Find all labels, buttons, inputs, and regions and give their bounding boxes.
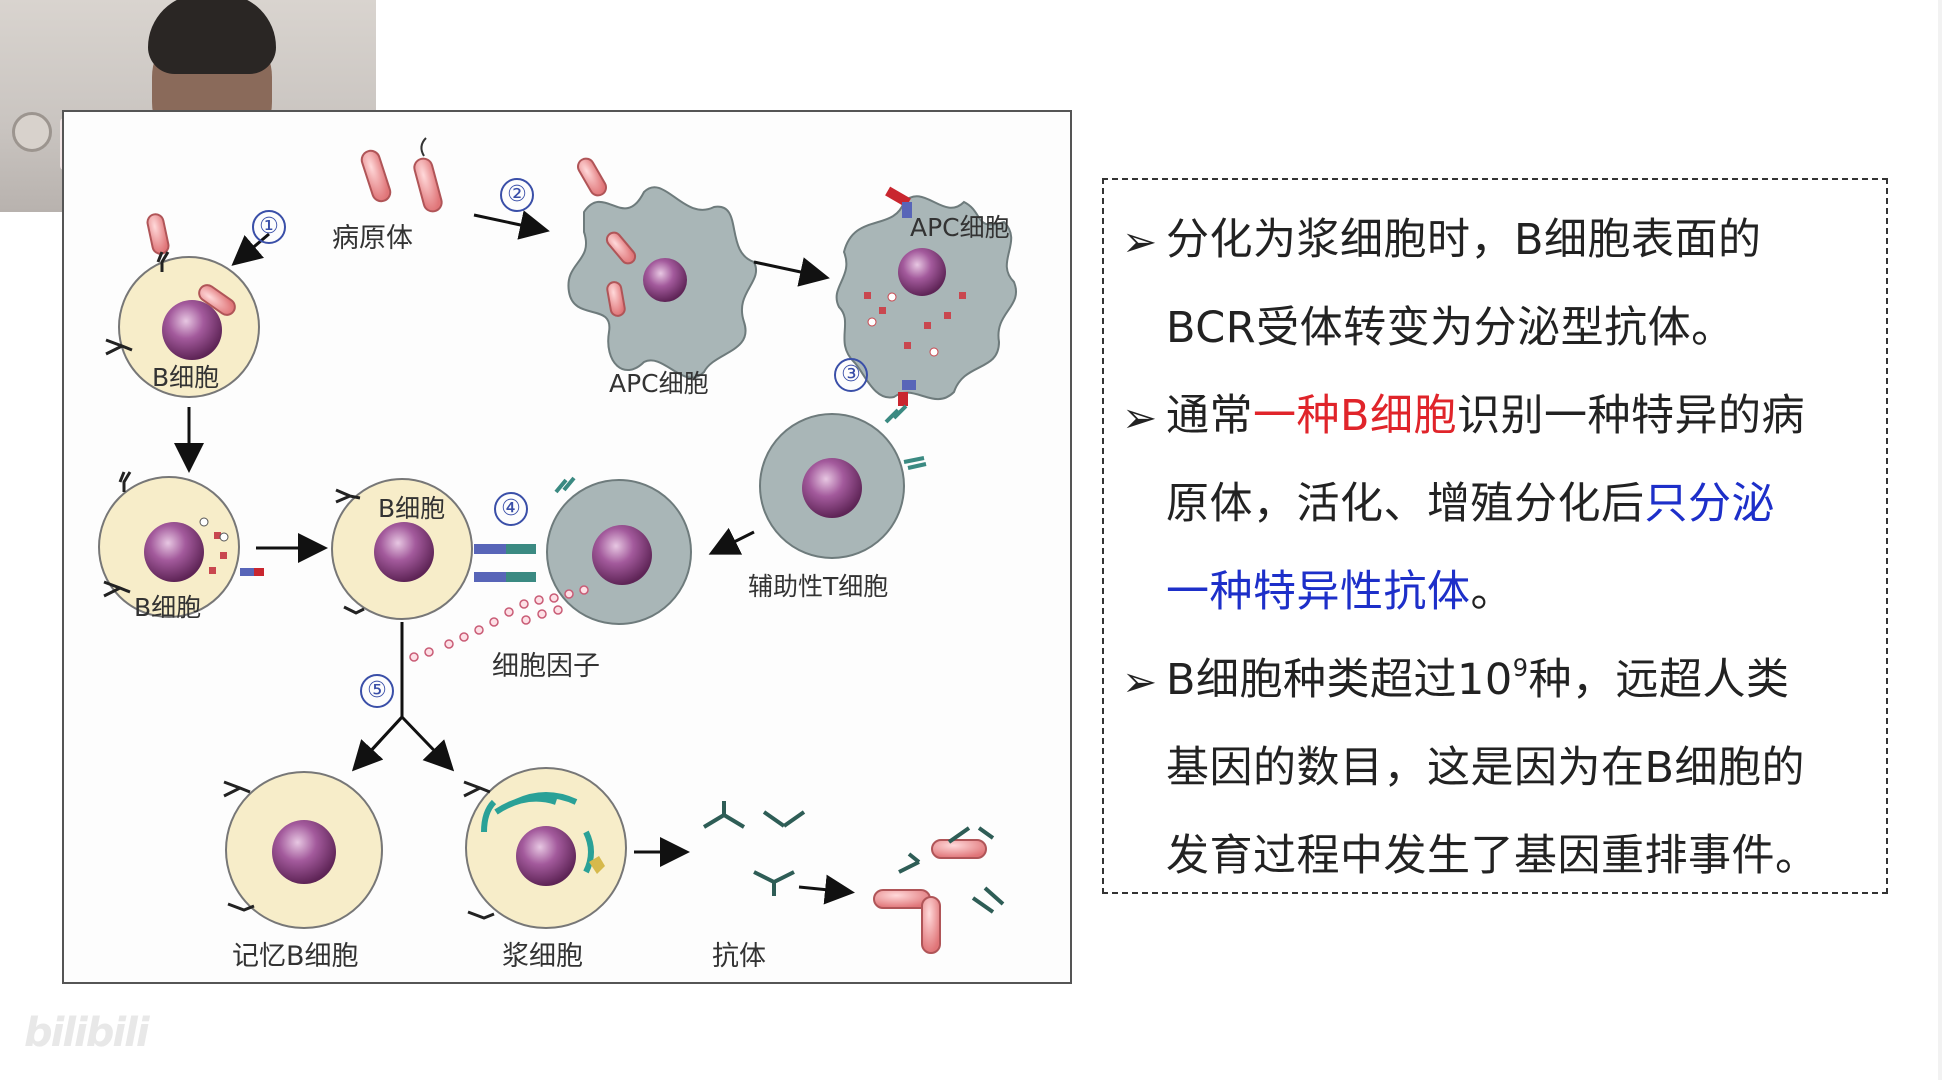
bullet-icon: ➢ bbox=[1122, 657, 1158, 706]
wall-plate bbox=[12, 112, 52, 152]
apc-cell-1 bbox=[567, 157, 757, 379]
memory-bcell bbox=[223, 771, 383, 929]
apc-cell-2 bbox=[835, 186, 1017, 406]
text-segment: 原体，活化、增殖分化后 bbox=[1166, 479, 1645, 529]
point-3-line-3: 发育过程中发生了基因重排事件。 bbox=[1166, 831, 1819, 881]
point-3-line-2: 基因的数目，这是因为在B细胞的 bbox=[1166, 743, 1805, 793]
text-segment: 通常 bbox=[1166, 391, 1253, 441]
antibody-complex bbox=[873, 826, 1005, 954]
point-1-line-1: 分化为浆细胞时，B细胞表面的 bbox=[1166, 215, 1762, 265]
text-segment: 识别一种特异的病 bbox=[1457, 391, 1805, 441]
point-3-line-1: B细胞种类超过109种，远超人类 bbox=[1166, 656, 1790, 704]
point-2-line-3: 一种特异性抗体。 bbox=[1166, 568, 1514, 616]
text-segment: 种，远超人类 bbox=[1528, 655, 1790, 705]
highlight-blue: 一种特异性抗体 bbox=[1166, 567, 1471, 617]
step-2-badge: ② bbox=[500, 178, 534, 212]
bcell-2 bbox=[98, 471, 264, 618]
bcell-1 bbox=[105, 251, 260, 398]
label-cytokine: 细胞因子 bbox=[492, 651, 600, 682]
label-bcell-3: B细胞 bbox=[378, 494, 446, 523]
step-5-badge: ⑤ bbox=[360, 674, 394, 708]
step-4-badge: ④ bbox=[494, 492, 528, 526]
highlight-blue: 只分泌 bbox=[1644, 479, 1775, 529]
label-helper-t-cell: 辅助性T细胞 bbox=[748, 572, 889, 601]
free-antibodies bbox=[702, 801, 806, 896]
point-1-line-2: BCR受体转变为分泌型抗体。 bbox=[1166, 303, 1735, 353]
bcell-activation-diagram: 病原体 APC细胞 APC细胞 B细胞 B细胞 B细胞 辅助性T细胞 细胞因子 … bbox=[62, 110, 1072, 984]
right-edge-bar bbox=[1938, 0, 1942, 1080]
presenter-hair bbox=[148, 0, 276, 74]
bcell-3 bbox=[331, 478, 473, 620]
label-pathogen: 病原体 bbox=[332, 223, 413, 254]
step-3-badge: ③ bbox=[834, 358, 868, 392]
bullet-icon: ➢ bbox=[1122, 393, 1158, 442]
pathogen-group bbox=[146, 137, 443, 255]
label-memory-bcell: 记忆B细胞 bbox=[232, 941, 359, 972]
explanation-panel: ➢ 分化为浆细胞时，B细胞表面的 BCR受体转变为分泌型抗体。 ➢ 通常一种B细… bbox=[1102, 178, 1888, 894]
label-antibody: 抗体 bbox=[712, 941, 766, 972]
text-segment: 。 bbox=[1470, 567, 1514, 617]
plasma-cell bbox=[463, 767, 627, 929]
bullet-icon: ➢ bbox=[1122, 217, 1158, 266]
diagram-graphics bbox=[98, 137, 1017, 954]
label-bcell-2: B细胞 bbox=[134, 593, 202, 622]
highlight-red: 一种B细胞 bbox=[1253, 391, 1457, 441]
bilibili-watermark: bilibili bbox=[24, 1010, 150, 1056]
helper-t-cell bbox=[759, 404, 927, 559]
superscript: 9 bbox=[1512, 654, 1529, 682]
label-bcell-1: B细胞 bbox=[152, 363, 220, 392]
text-segment: B细胞种类超过10 bbox=[1166, 655, 1513, 705]
label-apc-1: APC细胞 bbox=[609, 369, 709, 398]
point-2-line-1: 通常一种B细胞识别一种特异的病 bbox=[1166, 392, 1805, 440]
step-1-badge: ① bbox=[252, 210, 286, 244]
label-plasma-cell: 浆细胞 bbox=[502, 941, 583, 972]
point-2-line-2: 原体，活化、增殖分化后只分泌 bbox=[1166, 480, 1775, 528]
cytokine-dots bbox=[409, 585, 589, 662]
label-apc-2: APC细胞 bbox=[910, 213, 1010, 242]
